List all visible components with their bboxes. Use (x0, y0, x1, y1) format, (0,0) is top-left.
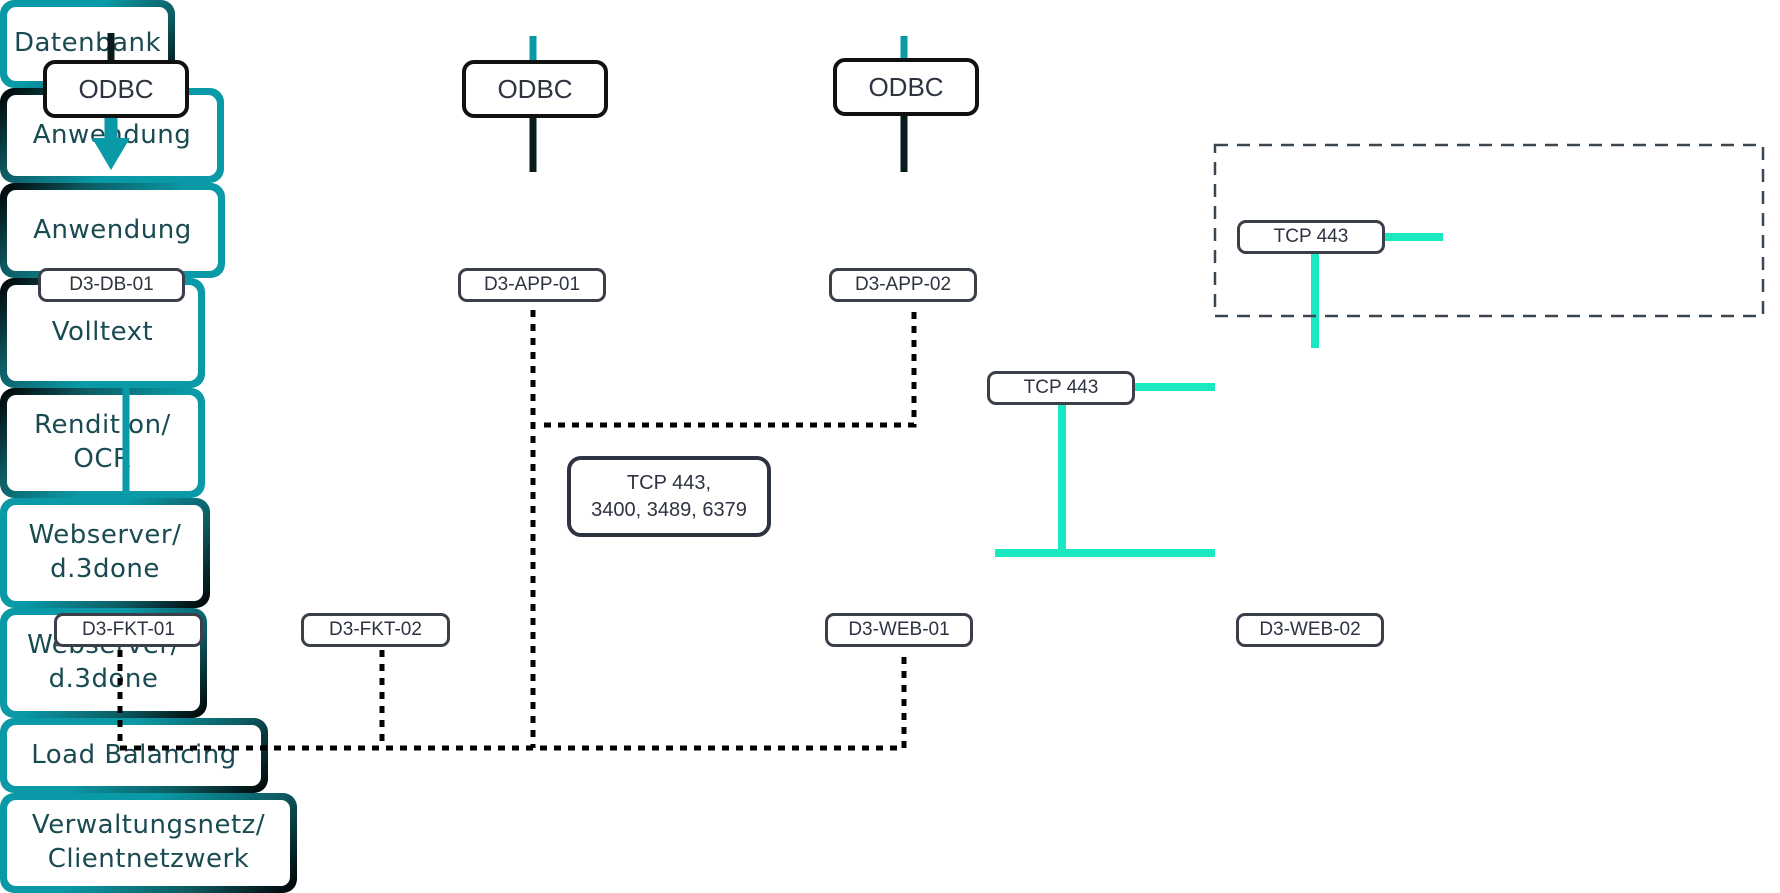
tcp-label-lb: TCP 443 (987, 371, 1135, 405)
tag-d3-web-01: D3-WEB-01 (825, 613, 973, 647)
node-webserver-1-label: Webserver/ d.3done (7, 505, 203, 601)
tcp-label-text: TCP 443 (1023, 377, 1099, 398)
node-webserver-1: Webserver/ d.3done (0, 498, 210, 608)
node-anwendung-2-label: Anwendung (7, 190, 218, 271)
odbc-label: ODBC (497, 73, 573, 104)
tag-label: D3-WEB-02 (1259, 619, 1361, 640)
tag-d3-web-02: D3-WEB-02 (1236, 613, 1384, 647)
client-network-zone (1213, 143, 1765, 318)
node-client-network-label: Verwaltungsnetz/ Clientnetzwerk (7, 800, 290, 886)
tag-d3-fkt-01: D3-FKT-01 (54, 613, 203, 647)
tag-d3-app-01: D3-APP-01 (458, 268, 606, 302)
tag-d3-fkt-02: D3-FKT-02 (301, 613, 450, 647)
tag-label: D3-WEB-01 (848, 619, 950, 640)
odbc-box-app1: ODBC (462, 60, 608, 118)
node-webserver-2-line2: d.3done (48, 664, 159, 694)
odbc-label: ODBC (868, 71, 944, 102)
node-client-network-line1: Verwaltungsnetz/ (31, 810, 266, 841)
ports-box: TCP 443, 3400, 3489, 6379 (567, 456, 771, 537)
node-rendition-ocr: Rendition/ OCR (0, 388, 205, 498)
tag-d3-db-01: D3-DB-01 (38, 268, 185, 302)
ports-line2: 3400, 3489, 6379 (591, 498, 747, 521)
odbc-label: ODBC (78, 73, 154, 104)
node-client-network: Verwaltungsnetz/ Clientnetzwerk (0, 793, 297, 893)
odbc-box-app2: ODBC (833, 58, 979, 116)
tag-label: D3-FKT-02 (329, 619, 422, 640)
dotted-bottom-line (117, 650, 907, 751)
tag-label: D3-APP-02 (854, 274, 952, 295)
tag-label: D3-APP-01 (483, 274, 581, 295)
node-client-network-line2: Clientnetzwerk (47, 844, 250, 874)
node-rendition-line1: Rendition/ (34, 410, 171, 441)
tcp-label-client: TCP 443 (1237, 220, 1385, 254)
tag-label: D3-DB-01 (69, 274, 154, 295)
architecture-diagram (92, 32, 1765, 751)
node-anwendung-2: Anwendung (0, 183, 225, 278)
arrow-down-icon (92, 138, 130, 170)
tag-d3-app-02: D3-APP-02 (829, 268, 977, 302)
dotted-app2-line (543, 312, 917, 428)
tcp-label-text: TCP 443 (1273, 226, 1349, 247)
node-webserver-1-line1: Webserver/ (28, 520, 182, 551)
node-rendition-ocr-label: Rendition/ OCR (7, 395, 198, 491)
node-rendition-line2: OCR (73, 444, 132, 474)
tag-label: D3-FKT-01 (82, 619, 175, 640)
odbc-box-db: ODBC (43, 60, 189, 118)
node-webserver-1-line2: d.3done (50, 554, 160, 584)
ports-line1: TCP 443, (626, 471, 712, 494)
